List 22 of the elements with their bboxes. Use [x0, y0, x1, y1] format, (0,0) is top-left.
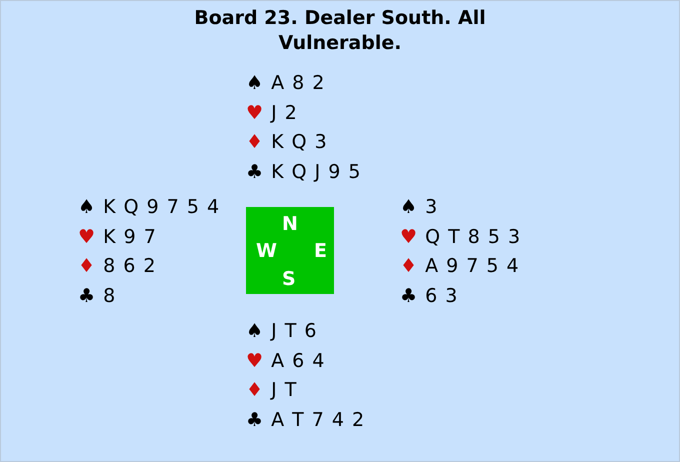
hand-suit-line: ♥ Q T 8 5 3: [400, 224, 522, 248]
compass-square: [246, 207, 334, 294]
hand-suit-line: ♥ K 9 7: [78, 224, 157, 248]
hand-suit-line: ♦ 8 6 2: [78, 254, 156, 278]
title: Board 23. Dealer South. All Vulnerable.: [193, 6, 487, 56]
hand-suit-line: ♥ A 6 4: [246, 348, 326, 372]
direction-letter: N: [282, 213, 298, 235]
hand-suit-line: ♦ A 9 7 5 4: [400, 254, 520, 278]
hand-suit-line: ♥ J 2: [246, 100, 298, 124]
hand-suit-line: ♣ A T 7 4 2: [246, 408, 366, 432]
hand-suit-line: ♠ J T 6: [246, 319, 318, 343]
direction-letter: S: [282, 268, 296, 290]
hand-suit-line: ♠ K Q 9 7 5 4: [78, 195, 220, 219]
hand-suit-line: ♣ 6 3: [400, 284, 458, 308]
hand-suit-line: ♠ 3: [400, 195, 438, 219]
direction-letter: W: [256, 240, 277, 262]
hand-suit-line: ♦ K Q 3: [246, 130, 328, 154]
direction-letter: E: [314, 240, 327, 262]
hand-suit-line: ♦ J T: [246, 378, 298, 402]
hand-suit-line: ♣ K Q J 9 5: [246, 160, 362, 184]
hand-suit-line: ♣ 8: [78, 284, 116, 308]
hand-suit-line: ♠ A 8 2: [246, 71, 326, 95]
